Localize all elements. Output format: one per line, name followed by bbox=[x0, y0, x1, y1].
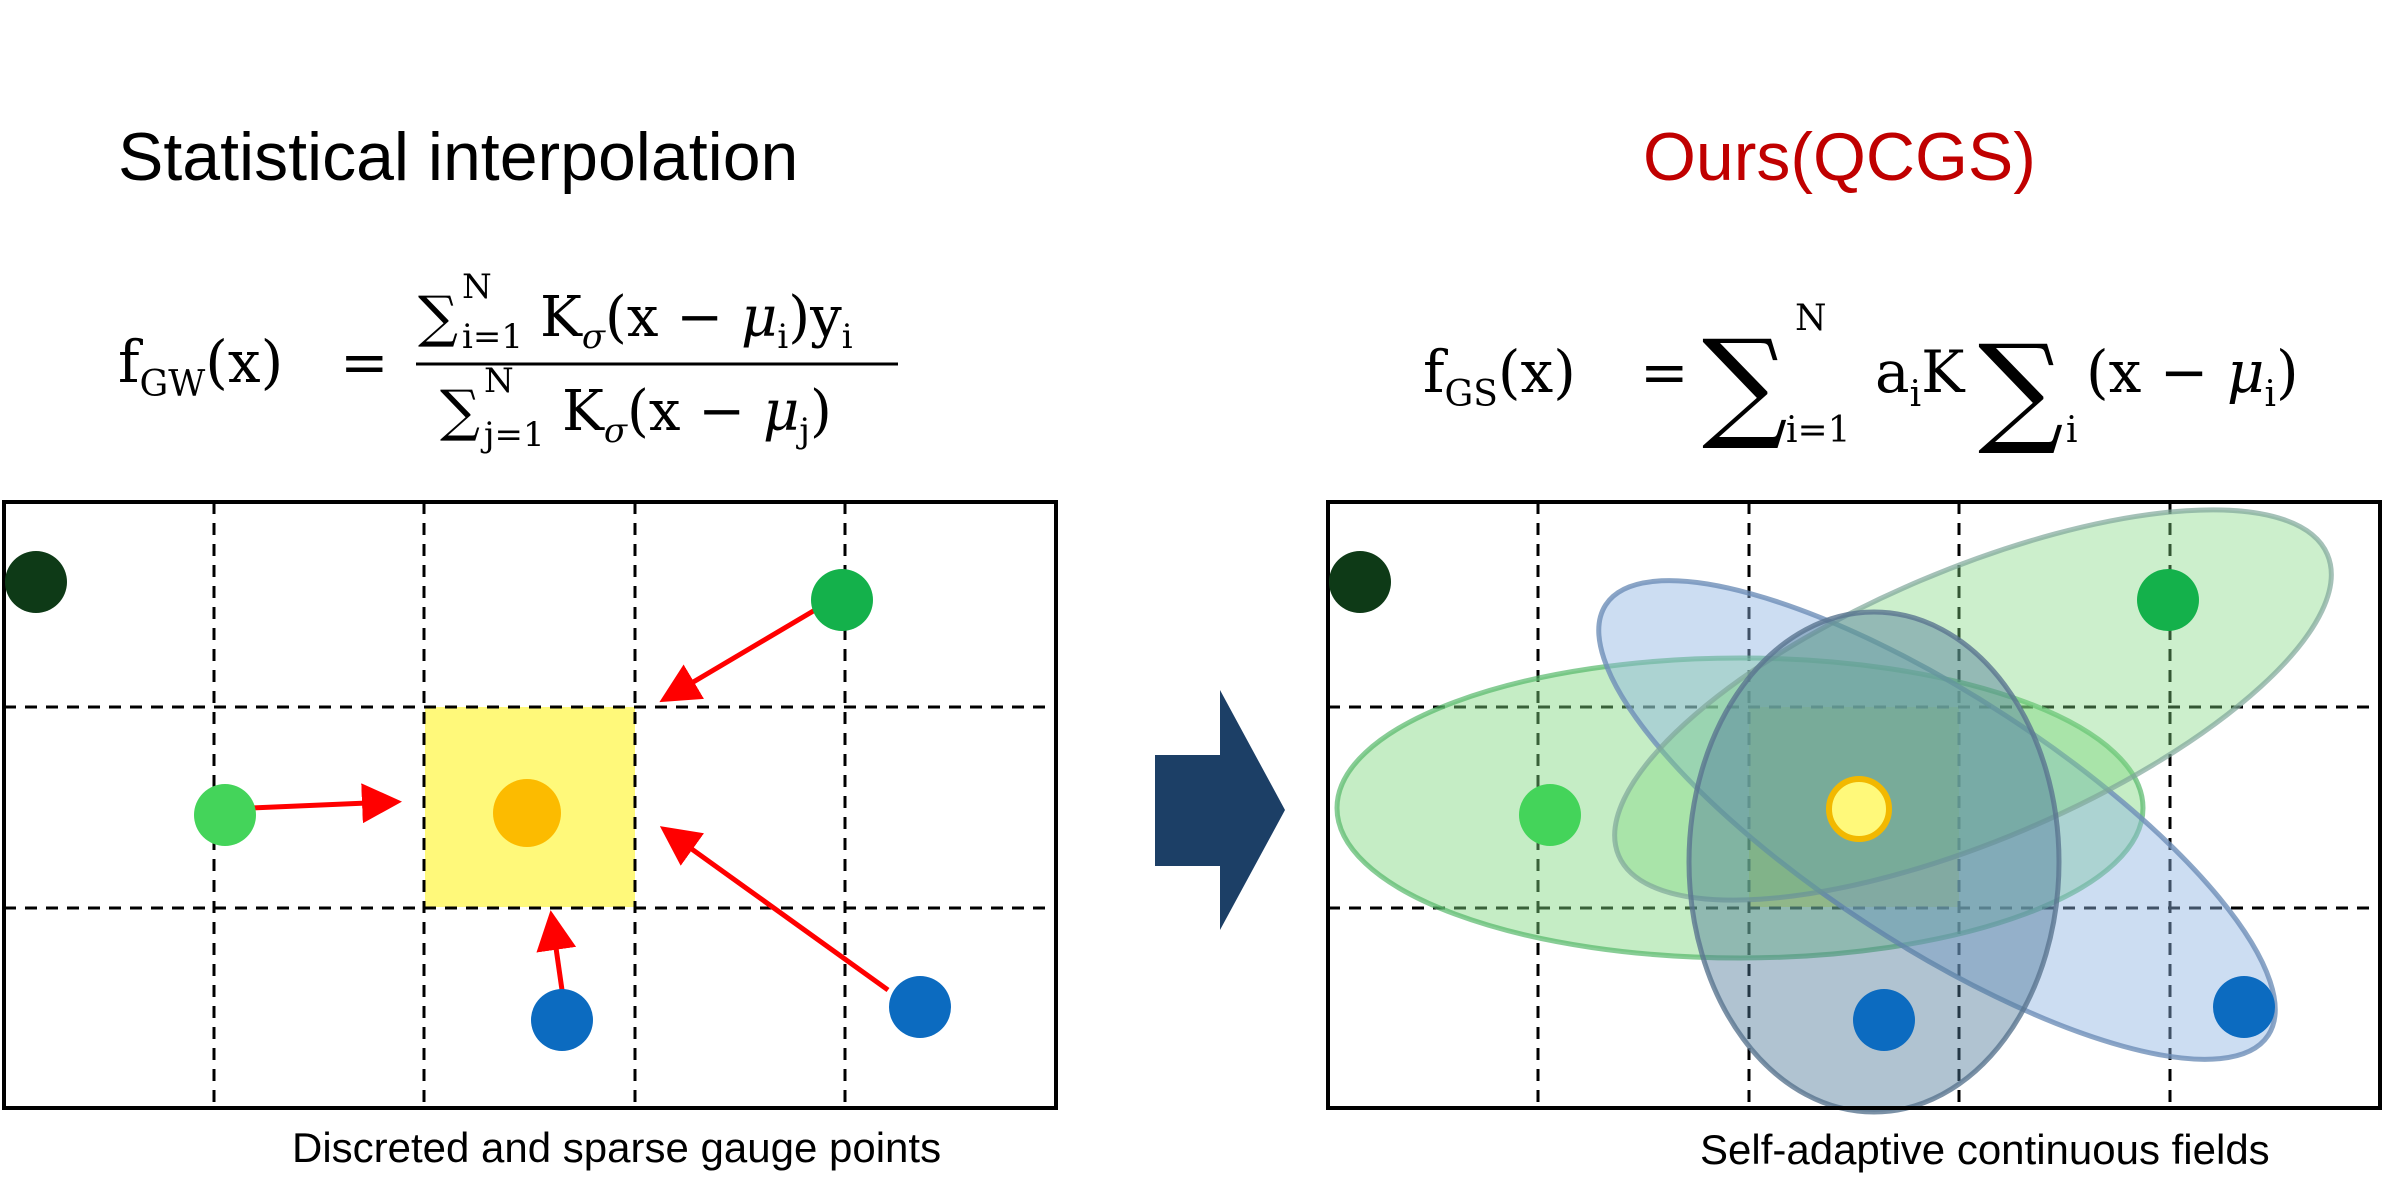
left-grid-border bbox=[2, 500, 1058, 1110]
left-num-arg-close: ) bbox=[788, 285, 810, 350]
left-formula-equals: = bbox=[340, 328, 389, 396]
right-point-center bbox=[1826, 776, 1892, 842]
right-arg-close: ) bbox=[2276, 338, 2299, 406]
left-num-mu: μ bbox=[741, 285, 777, 350]
left-num-y: y bbox=[809, 285, 842, 350]
left-den-sub: j=1 bbox=[480, 415, 545, 455]
left-arrow-3 bbox=[659, 826, 890, 993]
left-point-blue-2 bbox=[889, 976, 951, 1038]
left-arrow-1 bbox=[659, 607, 817, 703]
right-a-sub: i bbox=[1910, 374, 1922, 415]
right-point-dark-green bbox=[1329, 551, 1391, 613]
right-sum-1: ∑ bbox=[1702, 315, 1788, 454]
left-formula: fGW(x) = ∑Kσ(x − μi)yi N i=1 ∑Kσ(x − μj)… bbox=[118, 267, 898, 455]
right-a: a bbox=[1875, 338, 1910, 406]
left-num-sum: ∑ bbox=[418, 285, 458, 350]
left-den-arg-open: (x − bbox=[627, 379, 763, 444]
left-num-mu-sub: i bbox=[777, 317, 788, 357]
left-point-blue-1 bbox=[531, 989, 593, 1051]
right-title: Ours(QCGS) bbox=[1643, 119, 2036, 195]
left-formula-arg: (x) bbox=[205, 328, 283, 396]
right-arg-open: (x − bbox=[2086, 338, 2227, 406]
right-formula-equals: = bbox=[1640, 338, 1689, 406]
right-formula-arg: (x) bbox=[1498, 338, 1576, 406]
left-den-K-sub: σ bbox=[604, 411, 628, 451]
left-title: Statistical interpolation bbox=[118, 119, 798, 195]
right-sum-1-sup: N bbox=[1795, 298, 1827, 339]
right-formula: fGS(x) = ∑ N i=1 aiK ∑ i (x − μi) bbox=[1423, 298, 2299, 459]
right-mu-sub: i bbox=[2265, 374, 2277, 415]
left-den-mu: μ bbox=[763, 379, 799, 444]
left-den-sum: ∑ bbox=[440, 379, 480, 444]
left-num-sub: i=1 bbox=[462, 317, 523, 357]
ellipse-blue-diagonal bbox=[1596, 578, 2278, 1062]
left-den-sup: N bbox=[484, 361, 514, 401]
left-formula-f-sub: GW bbox=[139, 364, 205, 405]
left-arrow-2 bbox=[249, 783, 402, 824]
ellipse-blue-vertical bbox=[1686, 609, 2062, 1115]
svg-text:∑Kσ(x − μi)yi: ∑Kσ(x − μi)yi bbox=[418, 285, 853, 357]
svg-text:∑Kσ(x − μj): ∑ Kσ(x − μj) bbox=[440, 379, 832, 451]
right-sum-2-sub: i bbox=[2066, 410, 2078, 451]
right-caption: Self-adaptive continuous fields bbox=[1700, 1126, 2270, 1173]
right-point-green bbox=[2137, 569, 2199, 631]
right-grid bbox=[1326, 500, 2382, 1115]
left-num-arg-open: (x − bbox=[605, 285, 741, 350]
ellipse-green-horizontal bbox=[1334, 655, 2146, 961]
left-den-arg-close: ) bbox=[810, 379, 832, 444]
left-num-K: K bbox=[540, 285, 583, 350]
right-mu: μ bbox=[2227, 338, 2265, 406]
left-arrow-4 bbox=[536, 910, 577, 991]
left-den-mu-sub: j bbox=[795, 411, 810, 451]
svg-text:(x − μi): (x − μi) bbox=[2086, 338, 2299, 415]
right-formula-f-sub: GS bbox=[1444, 374, 1497, 415]
big-arrow bbox=[1155, 690, 1285, 930]
left-num-sup: N bbox=[462, 267, 492, 307]
right-sum-2: ∑ bbox=[1978, 320, 2064, 459]
right-formula-f: f bbox=[1423, 338, 1448, 406]
left-formula-f: f bbox=[118, 328, 143, 396]
svg-text:fGS(x): fGS(x) bbox=[1423, 338, 1576, 415]
right-point-blue-2 bbox=[2213, 976, 2275, 1038]
left-point-green bbox=[811, 569, 873, 631]
left-den-K: K bbox=[562, 379, 605, 444]
right-point-blue-1 bbox=[1853, 989, 1915, 1051]
left-grid bbox=[2, 500, 1058, 1110]
left-num-y-sub: i bbox=[842, 317, 853, 357]
svg-text:aiK: aiK bbox=[1875, 338, 1966, 415]
left-point-dark-green bbox=[5, 551, 67, 613]
left-num-K-sub: σ bbox=[582, 317, 606, 357]
right-point-light-green bbox=[1519, 784, 1581, 846]
left-point-light-green bbox=[194, 784, 256, 846]
right-sum-1-sub: i=1 bbox=[1786, 410, 1851, 451]
left-point-orange bbox=[493, 779, 561, 847]
right-grid-border bbox=[1326, 500, 2382, 1110]
left-caption: Discreted and sparse gauge points bbox=[292, 1124, 941, 1171]
svg-text:fGW(x): fGW(x) bbox=[118, 328, 283, 405]
right-K: K bbox=[1921, 338, 1966, 406]
